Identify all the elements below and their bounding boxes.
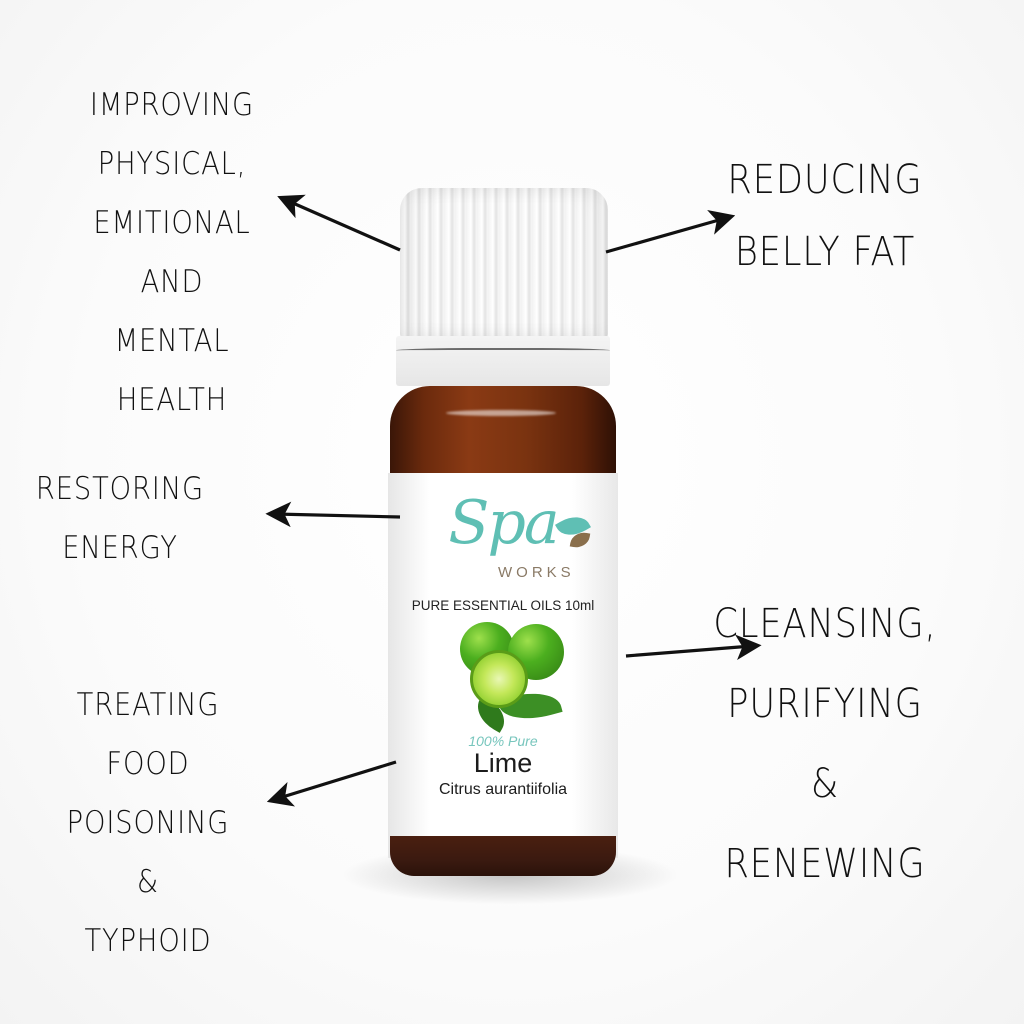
callout-line: TYPHOID [84,923,212,959]
callout-line: EMITIONAL [93,205,251,241]
seal-notch [396,348,610,354]
brand-logo-script: Spa [448,488,559,558]
essential-oil-bottle: Spa WORKS PURE ESSENTIAL OILS 10ml 100% … [386,188,620,878]
bottle-neck [390,386,616,478]
callout-line: IMPROVING [89,87,255,123]
callout-line: RENEWING [724,841,926,887]
bottle-cap [400,188,608,338]
arrow-icon [605,210,736,254]
callout-line: MENTAL [114,323,230,359]
callout-line: PURIFYING [727,681,923,727]
callout-line: & [136,864,160,900]
arrow-icon [277,194,401,252]
cap-seal-ring [396,336,610,386]
callout-line: BELLY FAT [734,229,916,275]
purity-text: 100% Pure [468,733,538,749]
callout-line: & [810,761,840,807]
callout-belly-fat: REDUCING BELLY FAT [697,144,952,288]
callout-line: POISONING [66,805,230,841]
callout-line: REDUCING [727,157,923,203]
arrow-icon [265,501,401,528]
callout-energy: RESTORING ENERGY [14,460,225,578]
arrow-icon [266,760,397,807]
brand-logo-sub: WORKS [498,564,575,581]
lime-fruit-image [440,622,580,733]
arrow-icon [625,634,762,661]
product-subtitle: PURE ESSENTIAL OILS 10ml [411,598,595,613]
product-name: Lime [473,748,533,778]
glass-highlight [446,410,556,416]
callout-food-poisoning: TREATING FOOD POISONING & TYPHOID [42,676,253,971]
callout-line: TREATING [76,687,220,723]
callout-line: PHYSICAL, [97,146,247,182]
callout-line: HEALTH [116,382,228,418]
callout-line: FOOD [106,746,190,782]
callout-line: AND [140,264,204,300]
bottle-base [390,836,616,876]
product-latin-name: Citrus aurantiifolia [438,781,568,798]
lime-half-icon [470,650,528,708]
product-label: Spa WORKS PURE ESSENTIAL OILS 10ml 100% … [388,476,618,836]
callout-line: ENERGY [62,530,178,566]
callout-line: RESTORING [35,471,205,507]
callout-health: IMPROVING PHYSICAL, EMITIONAL AND MENTAL… [66,76,277,430]
